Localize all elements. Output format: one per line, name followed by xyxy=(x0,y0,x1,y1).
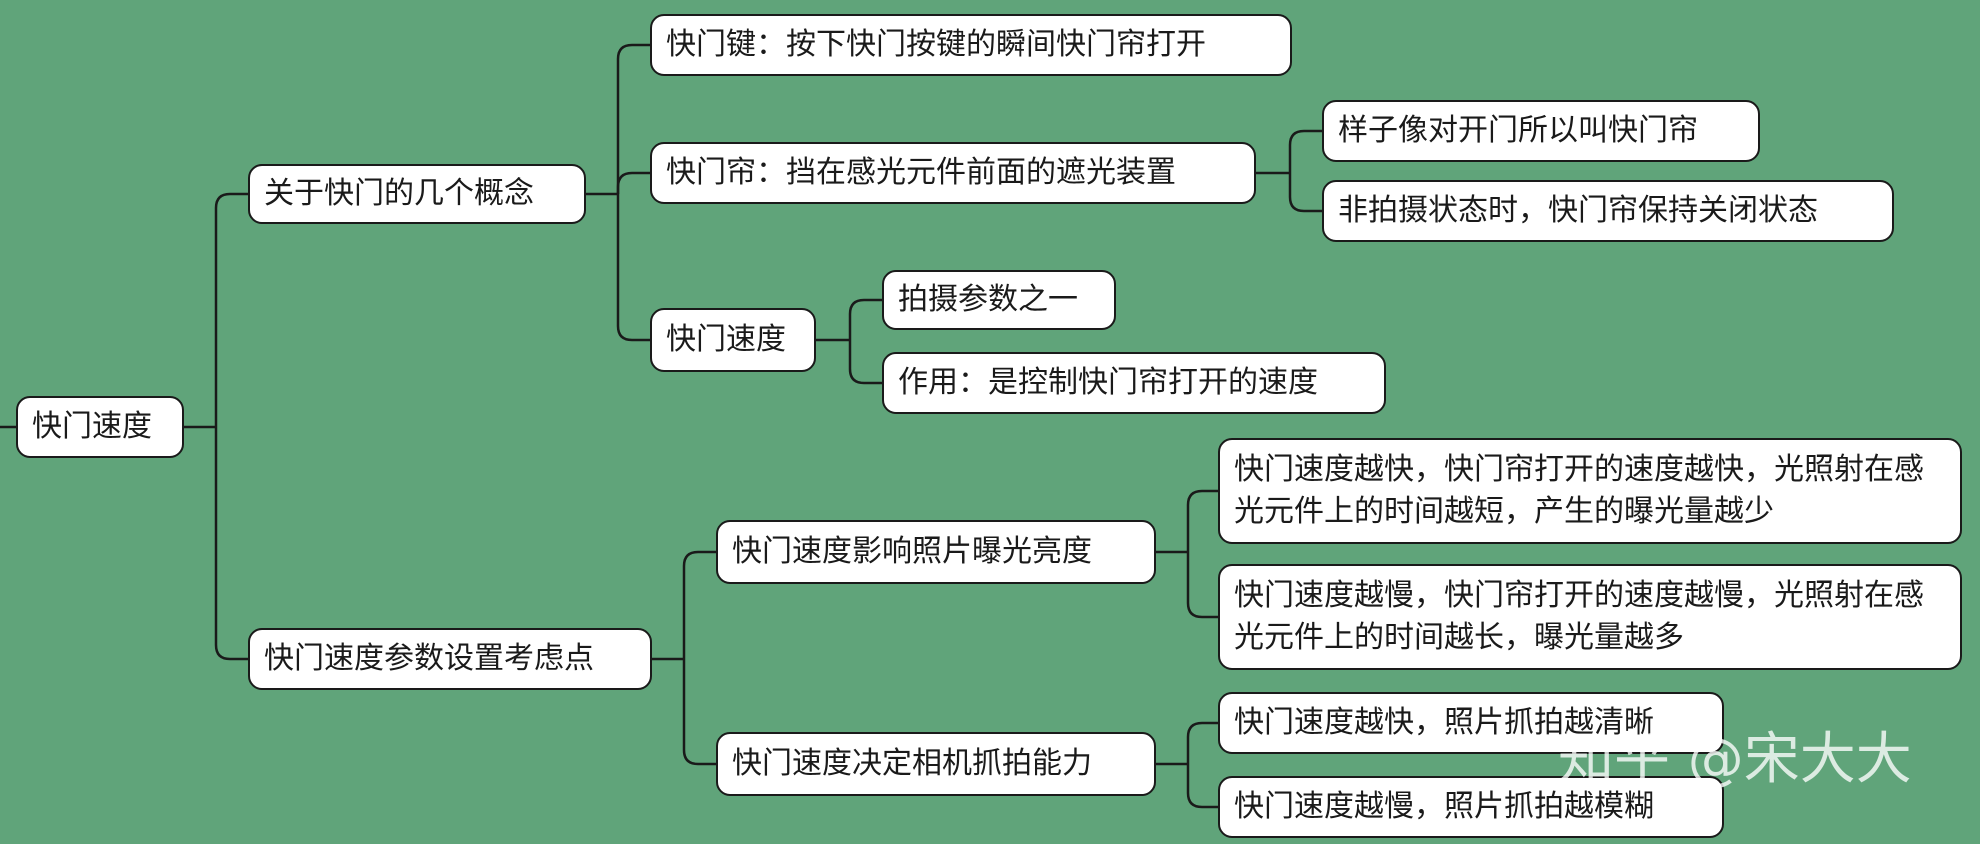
considerations-connector-link-1 xyxy=(682,659,716,766)
leaf-label: 快门速度越快，快门帘打开的速度越快，光照射在感光元件上的时间越短，产生的曝光量越… xyxy=(1234,452,1924,529)
capture-connector-link-0 xyxy=(1186,721,1218,764)
node-label: 快门速度影响照片曝光亮度 xyxy=(732,534,1092,569)
branch-node-setting-considerations[interactable]: 快门速度参数设置考虑点 xyxy=(248,628,652,690)
node-exposure-brightness[interactable]: 快门速度影响照片曝光亮度 xyxy=(716,520,1156,584)
leaf-label: 快门速度越快，照片抓拍越清晰 xyxy=(1234,705,1654,740)
root-connector-link-0 xyxy=(214,192,248,427)
node-shutter-curtain[interactable]: 快门帘：挡在感光元件前面的遮光装置 xyxy=(650,142,1256,204)
exposure-connector-link-0 xyxy=(1186,489,1218,552)
branch-node-shutter-concepts[interactable]: 关于快门的几个概念 xyxy=(248,164,586,224)
capture-connector-link-1 xyxy=(1186,764,1218,809)
speed-connector-link-0 xyxy=(848,298,882,340)
leaf-slower-blurrier[interactable]: 快门速度越慢，照片抓拍越模糊 xyxy=(1218,776,1724,838)
node-shutter-speed[interactable]: 快门速度 xyxy=(650,308,816,372)
leaf-curtain-shape[interactable]: 样子像对开门所以叫快门帘 xyxy=(1322,100,1760,162)
leaf-curtain-closed[interactable]: 非拍摄状态时，快门帘保持关闭状态 xyxy=(1322,180,1894,242)
leaf-speed-function[interactable]: 作用：是控制快门帘打开的速度 xyxy=(882,352,1386,414)
leaf-label: 非拍摄状态时，快门帘保持关闭状态 xyxy=(1338,193,1818,228)
node-label: 快门速度决定相机抓拍能力 xyxy=(732,746,1092,781)
root-node[interactable]: 快门速度 xyxy=(16,396,184,458)
node-shutter-button[interactable]: 快门键：按下快门按键的瞬间快门帘打开 xyxy=(650,14,1292,76)
leaf-faster-sharper[interactable]: 快门速度越快，照片抓拍越清晰 xyxy=(1218,692,1724,754)
speed-connector-link-1 xyxy=(848,340,882,385)
leaf-shooting-parameter[interactable]: 拍摄参数之一 xyxy=(882,270,1116,330)
node-label: 快门键：按下快门按键的瞬间快门帘打开 xyxy=(666,27,1206,62)
node-capture-ability[interactable]: 快门速度决定相机抓拍能力 xyxy=(716,732,1156,796)
exposure-connector-link-1 xyxy=(1186,552,1218,619)
branch-label: 关于快门的几个概念 xyxy=(264,176,534,211)
leaf-label: 作用：是控制快门帘打开的速度 xyxy=(898,365,1318,400)
leaf-label: 快门速度越慢，照片抓拍越模糊 xyxy=(1234,789,1654,824)
curtain-connector-link-1 xyxy=(1288,173,1322,213)
root-label: 快门速度 xyxy=(32,409,152,444)
branch-label: 快门速度参数设置考虑点 xyxy=(264,641,594,676)
leaf-faster-less-exposure[interactable]: 快门速度越快，快门帘打开的速度越快，光照射在感光元件上的时间越短，产生的曝光量越… xyxy=(1218,438,1962,544)
node-label: 快门帘：挡在感光元件前面的遮光装置 xyxy=(666,155,1176,190)
root-connector-link-1 xyxy=(214,427,248,661)
leaf-label: 快门速度越慢，快门帘打开的速度越慢，光照射在感光元件上的时间越长，曝光量越多 xyxy=(1234,578,1924,655)
leaf-label: 拍摄参数之一 xyxy=(898,282,1078,317)
node-label: 快门速度 xyxy=(666,322,786,357)
leaf-label: 样子像对开门所以叫快门帘 xyxy=(1338,113,1698,148)
concepts-connector-link-2 xyxy=(616,194,650,342)
leaf-slower-more-exposure[interactable]: 快门速度越慢，快门帘打开的速度越慢，光照射在感光元件上的时间越长，曝光量越多 xyxy=(1218,564,1962,670)
concepts-connector-link-0 xyxy=(616,43,650,194)
concepts-connector-link-1 xyxy=(616,171,650,194)
curtain-connector-link-0 xyxy=(1288,129,1322,173)
considerations-connector-link-0 xyxy=(682,550,716,659)
zhihu-watermark: 知乎 @宋大大 xyxy=(1558,727,1912,792)
